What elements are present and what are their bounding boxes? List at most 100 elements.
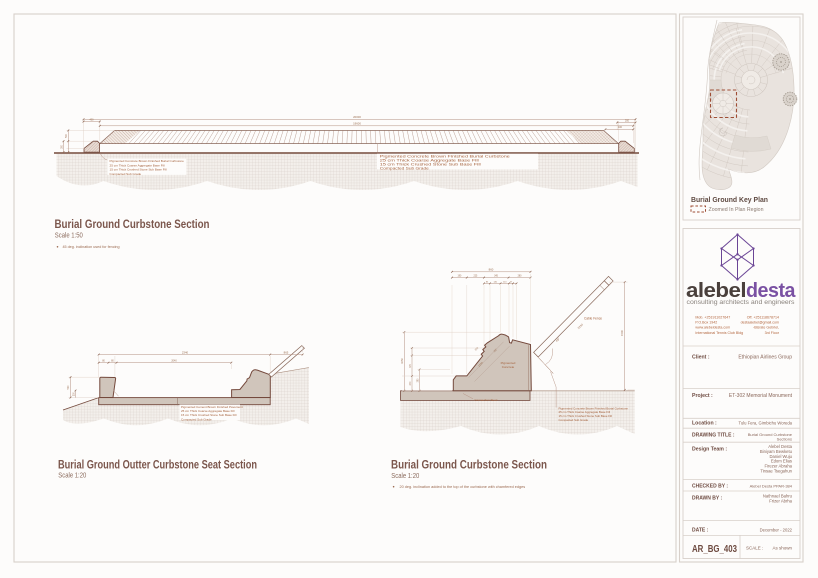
svg-text:SCALE :: SCALE : bbox=[746, 545, 763, 550]
svg-text:Sections: Sections bbox=[777, 437, 792, 442]
svg-text:1050: 1050 bbox=[401, 358, 404, 364]
svg-text:Daniel Wuju: Daniel Wuju bbox=[770, 454, 793, 459]
svg-text:45°: 45° bbox=[555, 336, 562, 343]
svg-text:Firezer Abraha: Firezer Abraha bbox=[765, 464, 793, 469]
svg-text:15 cm Thick Crushed Stone Sub: 15 cm Thick Crushed Stone Sub Base Fill bbox=[110, 168, 168, 172]
svg-text:2040: 2040 bbox=[171, 360, 177, 363]
svg-text:As shown: As shown bbox=[772, 545, 792, 550]
svg-text:-Bisrate Gebriel,: -Bisrate Gebriel, bbox=[753, 326, 779, 330]
svg-text:Pigmented Concrete Brown Finis: Pigmented Concrete Brown Finished Burial… bbox=[110, 159, 185, 163]
svg-text:200: 200 bbox=[625, 119, 630, 122]
svg-text:Burial Ground Curbstone: Burial Ground Curbstone bbox=[748, 432, 793, 437]
svg-text:Compacted Sub Grade: Compacted Sub Grade bbox=[559, 418, 589, 422]
svg-text:3rd Floor: 3rd Floor bbox=[765, 331, 780, 335]
svg-text:Off. +251118678714: Off. +251118678714 bbox=[747, 315, 779, 319]
svg-text:225: 225 bbox=[473, 276, 478, 278]
svg-text:Tinsae Tsegahun: Tinsae Tsegahun bbox=[760, 469, 792, 474]
svg-text:Burial Ground Outter Curbstone: Burial Ground Outter Curbstone Seat Sect… bbox=[58, 460, 257, 472]
svg-text:25 cm Thick Coarse Aggregate B: 25 cm Thick Coarse Aggregate Base Fill bbox=[559, 410, 611, 414]
svg-text:370: 370 bbox=[410, 363, 412, 368]
svg-text:25 cm Thick Coarse Aggregate B: 25 cm Thick Coarse Aggregate Base Fill bbox=[181, 409, 235, 413]
svg-text:19600: 19600 bbox=[353, 122, 361, 126]
svg-text:25 cm Thick Coarse Aggregate B: 25 cm Thick Coarse Aggregate Base Fill bbox=[110, 163, 165, 167]
svg-text:Cable Fence: Cable Fence bbox=[584, 317, 602, 321]
svg-text:Connection Steel: Connection Steel bbox=[475, 398, 498, 402]
svg-text:Project :: Project : bbox=[692, 393, 713, 399]
svg-text:AR_BG_403: AR_BG_403 bbox=[692, 544, 737, 555]
svg-text:www.alebeldesta.com: www.alebeldesta.com bbox=[695, 326, 730, 330]
svg-text:Nathnael Bahru: Nathnael Bahru bbox=[763, 494, 793, 499]
svg-text:Frizer Abrha: Frizer Abrha bbox=[769, 498, 792, 503]
svg-text:150: 150 bbox=[474, 346, 479, 351]
svg-text:200: 200 bbox=[73, 392, 75, 397]
svg-text:Tulu Fera, Gimbichu Woreda: Tulu Fera, Gimbichu Woreda bbox=[738, 421, 792, 426]
svg-text:400: 400 bbox=[618, 126, 623, 129]
svg-text:DRAWN BY :: DRAWN BY : bbox=[692, 496, 723, 502]
svg-text:1250: 1250 bbox=[477, 360, 484, 367]
svg-text:1500: 1500 bbox=[620, 330, 624, 336]
svg-text:alebel: alebel bbox=[686, 279, 746, 302]
svg-text:Edom Elias: Edom Elias bbox=[771, 459, 792, 464]
svg-text:Location :: Location : bbox=[692, 421, 717, 427]
svg-text:Compacted Sub Grade: Compacted Sub Grade bbox=[380, 166, 429, 171]
svg-text:destaalebel@gmail.com: destaalebel@gmail.com bbox=[741, 321, 779, 325]
svg-text:25 cm Thick Coarse Aggregate B: 25 cm Thick Coarse Aggregate Base Fill bbox=[380, 157, 479, 162]
svg-text:190: 190 bbox=[457, 276, 462, 278]
svg-text:110: 110 bbox=[503, 281, 507, 283]
svg-text:45 deg. inclination used for f: 45 deg. inclination used for fencing bbox=[63, 245, 120, 249]
svg-text:500: 500 bbox=[68, 385, 70, 390]
svg-text:345: 345 bbox=[494, 276, 499, 278]
svg-text:80: 80 bbox=[111, 361, 114, 363]
svg-text:consulting architects and engi: consulting architects and engineers bbox=[687, 299, 796, 306]
svg-text:Scale 1:20: Scale 1:20 bbox=[391, 473, 419, 480]
svg-text:P.O.Box 1942: P.O.Box 1942 bbox=[695, 321, 717, 325]
svg-text:500: 500 bbox=[66, 133, 68, 138]
svg-text:Client :: Client : bbox=[692, 355, 710, 361]
svg-text:Burial Ground Key Plan: Burial Ground Key Plan bbox=[691, 197, 768, 204]
svg-text:15 cm Thick Crushed Stone Sub: 15 cm Thick Crushed Stone Sub Base Fill bbox=[380, 162, 481, 167]
svg-text:15 cm Thick Crushed Stone Sub: 15 cm Thick Crushed Stone Sub Base Fill bbox=[559, 414, 613, 418]
svg-text:Scale 1:20: Scale 1:20 bbox=[58, 473, 86, 480]
svg-text:Concrete: Concrete bbox=[502, 365, 515, 369]
svg-text:Compacted Sub Grade: Compacted Sub Grade bbox=[181, 417, 212, 421]
svg-text:Pigmented Cement Brown Finishe: Pigmented Cement Brown Finished Pavement bbox=[181, 405, 243, 409]
svg-text:860: 860 bbox=[489, 268, 494, 272]
svg-text:Ethiopian Airlines Group: Ethiopian Airlines Group bbox=[738, 355, 792, 361]
svg-text:Alebel Desta: Alebel Desta bbox=[768, 444, 792, 449]
svg-text:300: 300 bbox=[61, 144, 63, 149]
svg-text:Zoomed In Plan Region: Zoomed In Plan Region bbox=[709, 207, 764, 213]
svg-text:Scale 1:50: Scale 1:50 bbox=[55, 233, 83, 240]
svg-text:20000: 20000 bbox=[353, 115, 361, 119]
svg-text:Pigmented: Pigmented bbox=[501, 361, 516, 365]
svg-text:2250: 2250 bbox=[577, 322, 585, 330]
svg-text:20°: 20° bbox=[492, 347, 498, 353]
svg-text:December - 2022: December - 2022 bbox=[760, 527, 793, 532]
svg-text:Biniyam Bewketu: Biniyam Bewketu bbox=[760, 449, 793, 454]
svg-text:Compacted Sub Grade: Compacted Sub Grade bbox=[110, 172, 142, 176]
svg-text:desta: desta bbox=[746, 279, 796, 302]
svg-text:270: 270 bbox=[410, 381, 412, 386]
svg-text:140: 140 bbox=[493, 281, 497, 283]
svg-text:80: 80 bbox=[102, 361, 105, 363]
svg-text:Alebel Desta PPAR-384: Alebel Desta PPAR-384 bbox=[750, 484, 793, 489]
svg-text:DRAWING TITLE :: DRAWING TITLE : bbox=[692, 433, 735, 439]
svg-text:15 cm Thick Crushed Stone Sub: 15 cm Thick Crushed Stone Sub Base Fill bbox=[181, 413, 237, 417]
svg-text:Pigmented Concrete Brown Finis: Pigmented Concrete Brown Finished Burial… bbox=[559, 406, 629, 410]
svg-text:380: 380 bbox=[417, 378, 419, 383]
svg-text:Mob. +251911027647: Mob. +251911027647 bbox=[695, 315, 730, 319]
svg-text:CHECKED BY :: CHECKED BY : bbox=[692, 484, 728, 490]
svg-text:400: 400 bbox=[90, 119, 95, 122]
svg-text:DATE :: DATE : bbox=[692, 527, 709, 533]
svg-text:865: 865 bbox=[284, 350, 289, 354]
svg-text:Pigmented Concrete Brown Finis: Pigmented Concrete Brown Finished Burial… bbox=[380, 153, 510, 158]
svg-text:Burial Ground Curbstone Sectio: Burial Ground Curbstone Section bbox=[391, 459, 547, 471]
svg-text:International Tennis Club Bldg: International Tennis Club Bldg bbox=[695, 331, 743, 335]
svg-text:Burial Ground Curbstone Sectio: Burial Ground Curbstone Section bbox=[55, 219, 210, 231]
svg-text:20 deg. inclination added to t: 20 deg. inclination added to the top of … bbox=[400, 485, 526, 489]
svg-text:57: 57 bbox=[510, 281, 513, 283]
svg-text:280: 280 bbox=[518, 276, 523, 278]
svg-text:Design Team :: Design Team : bbox=[692, 447, 727, 453]
svg-text:ET-302 Memorial Monument: ET-302 Memorial Monument bbox=[729, 393, 793, 399]
svg-text:2340: 2340 bbox=[182, 350, 189, 354]
svg-text:85: 85 bbox=[486, 281, 489, 283]
